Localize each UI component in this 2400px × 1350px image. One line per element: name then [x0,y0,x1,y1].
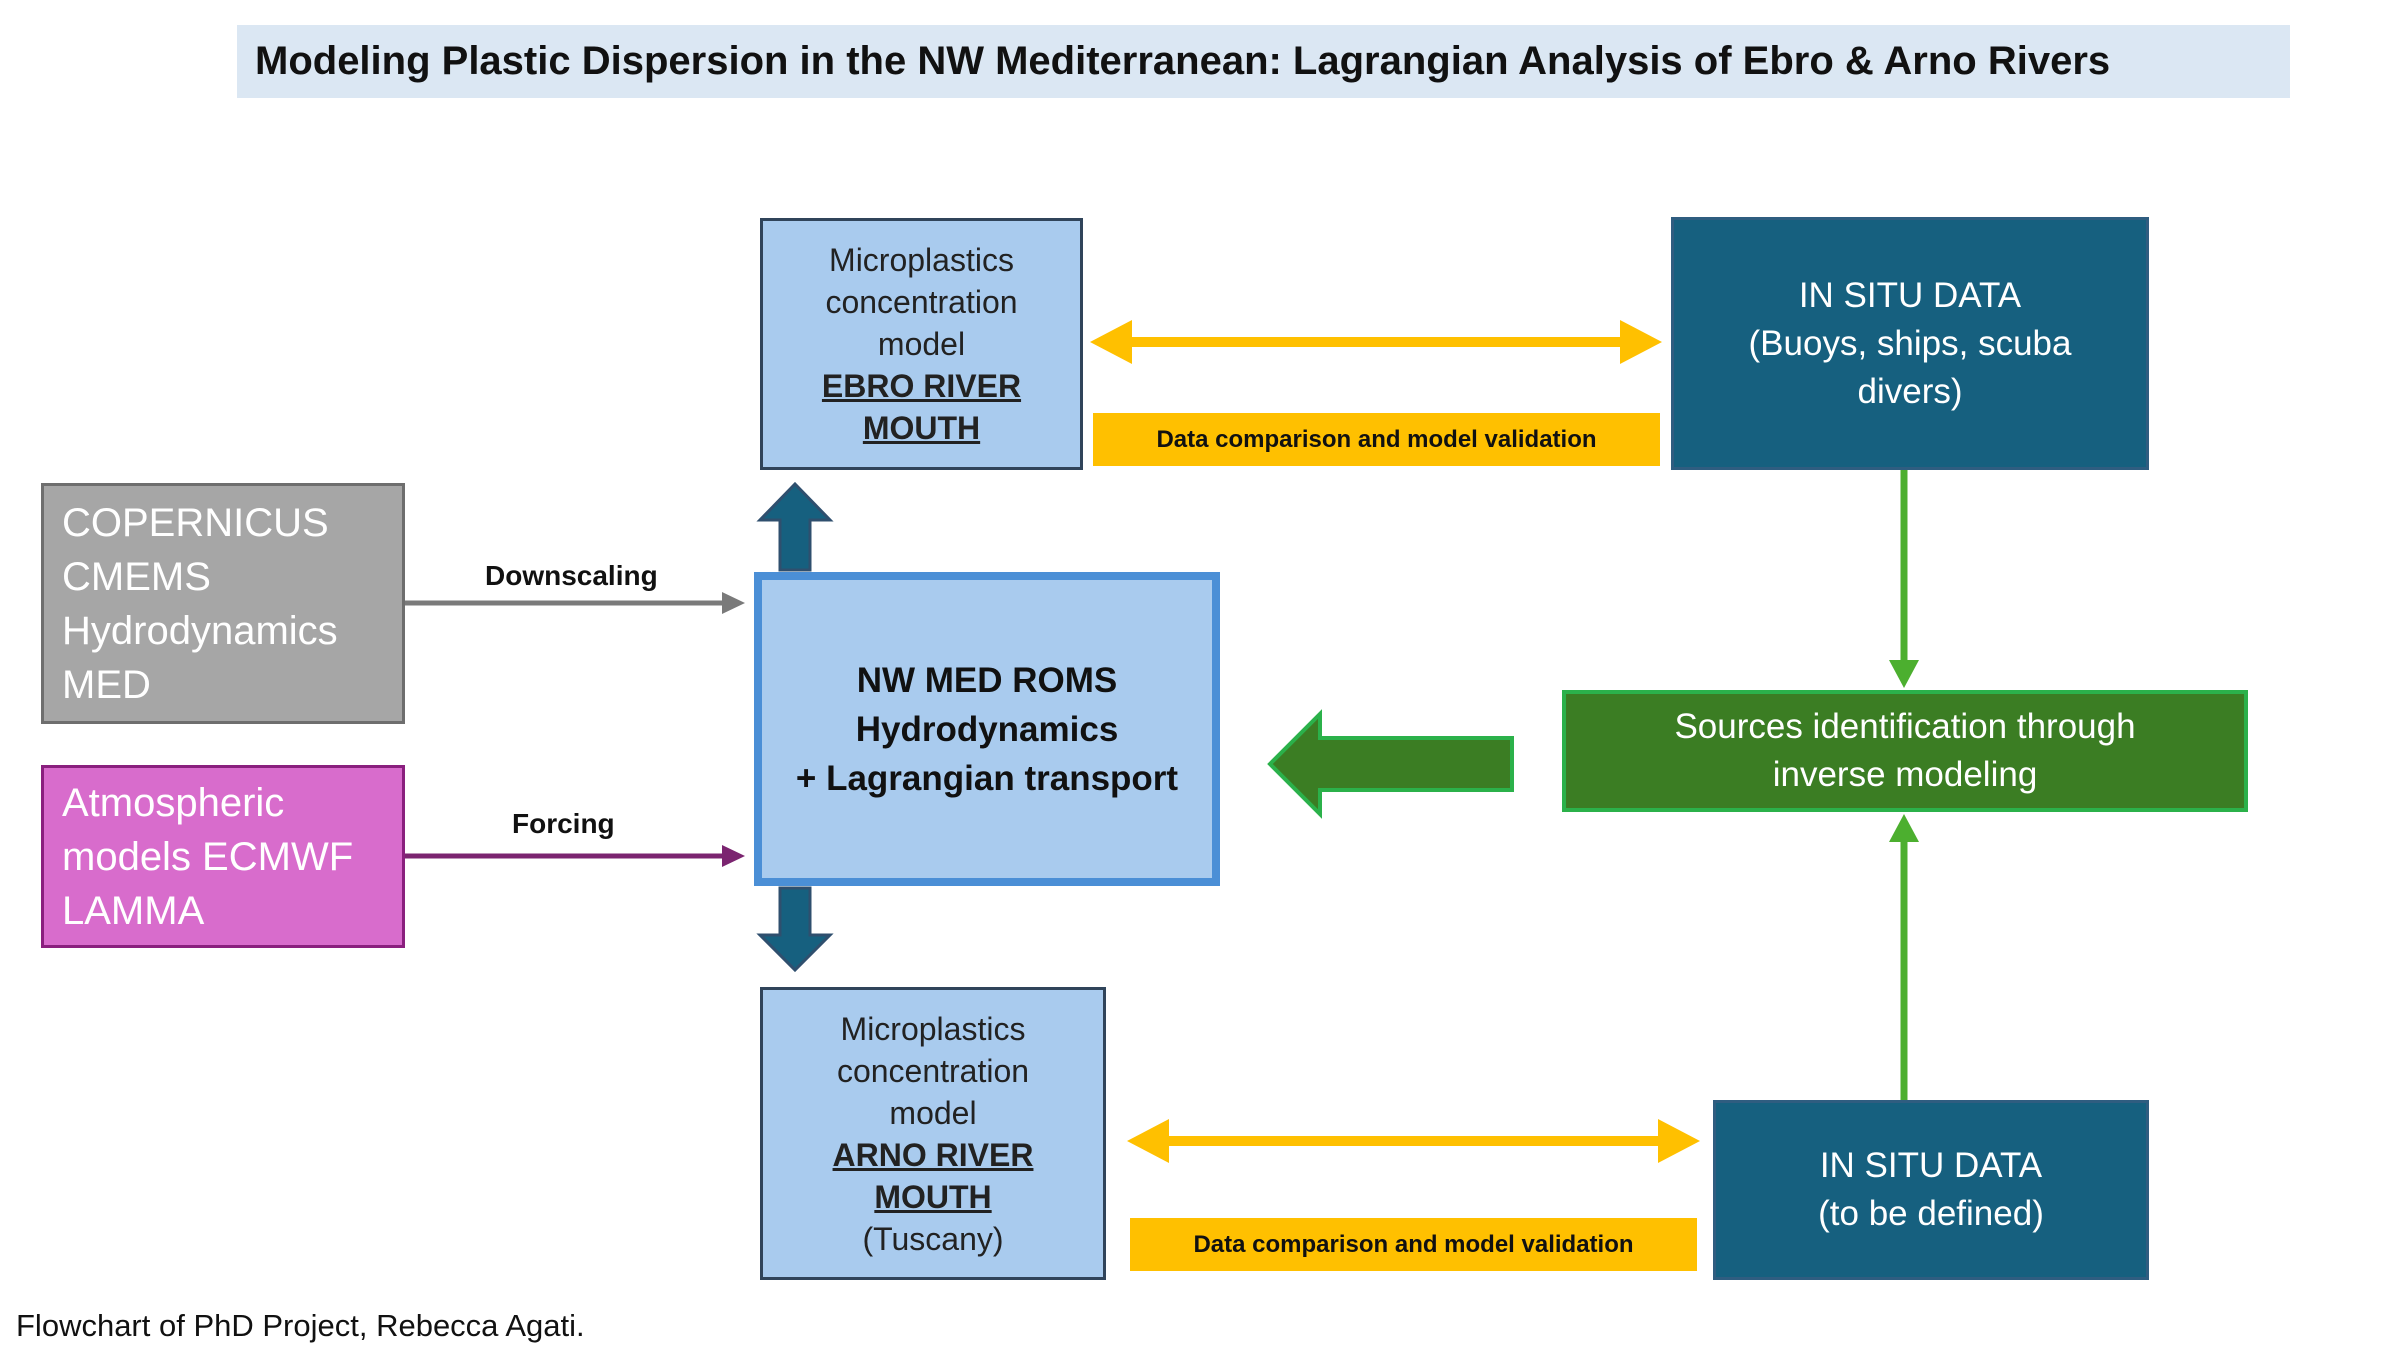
ebro-model-line-3: model [877,326,966,362]
copernicus-line-4: MED [62,662,151,707]
arno-model-tail: (Tuscany) [862,1220,1004,1257]
roms-to-ebro-arrow [756,481,834,572]
forcing-arrow [405,845,745,867]
copernicus-line-1: COPERNICUS [62,500,329,545]
figure-caption: Flowchart of PhD Project, Rebecca Agati. [16,1308,585,1343]
copernicus-line-3: Hydrodynamics [62,608,338,653]
downscaling-arrow [405,592,745,614]
validation-bottom-double-arrow [1127,1119,1700,1163]
arno-model-box: Microplastics concentration model ARNO R… [760,987,1106,1280]
arno-model-strong-1: ARNO RIVER [832,1136,1034,1173]
insitu-arno-box: IN SITU DATA (to be defined) [1713,1100,2149,1280]
forcing-label: Forcing [512,808,615,839]
sources-box: Sources identification through inverse m… [1562,690,2248,812]
sources-line-1: Sources identification through [1674,707,2136,746]
downscaling-label: Downscaling [485,560,658,591]
roms-box: NW MED ROMS Hydrodynamics + Lagrangian t… [754,572,1220,886]
sources-line-2: inverse modeling [1772,755,2038,794]
roms-to-arno-arrow [756,886,834,973]
arno-model-strong-2: MOUTH [874,1178,992,1215]
insitu-ebro-line-1: IN SITU DATA [1798,275,2022,315]
arno-model-line-1: Microplastics [840,1010,1026,1047]
atmospheric-line-3: LAMMA [62,888,205,933]
validation-top-double-arrow [1090,320,1662,364]
atmospheric-line-2: models ECMWF [62,834,354,879]
validation-label-top: Data comparison and model validation [1093,413,1660,466]
diagram-title: Modeling Plastic Dispersion in the NW Me… [237,25,2290,98]
ebro-model-strong-1: EBRO RIVER [821,368,1022,404]
copernicus-line-2: CMEMS [62,554,211,599]
ebro-model-line-2: concentration [825,284,1018,320]
roms-line-3: + Lagrangian transport [795,758,1179,798]
copernicus-box: COPERNICUS CMEMS Hydrodynamics MED [41,483,405,724]
insitu-ebro-to-sources-arrow [1889,470,1919,688]
insitu-arno-line-2: (to be defined) [1818,1194,2044,1233]
ebro-model-strong-2: MOUTH [862,410,981,446]
roms-line-1: NW MED ROMS [856,660,1118,700]
ebro-model-line-1: Microplastics [829,242,1014,278]
roms-line-2: Hydrodynamics [855,709,1119,749]
atmospheric-line-1: Atmospheric [62,780,285,825]
arno-model-line-3: model [889,1094,977,1131]
insitu-ebro-line-2: (Buoys, ships, scuba [1748,323,2072,363]
insitu-arno-to-sources-arrow [1889,814,1919,1100]
insitu-ebro-line-3: divers) [1857,371,1963,411]
atmospheric-box: Atmospheric models ECMWF LAMMA [41,765,405,948]
sources-to-roms-arrow [1267,709,1514,819]
insitu-arno-line-1: IN SITU DATA [1819,1146,2043,1185]
ebro-model-box: Microplastics concentration model EBRO R… [760,218,1083,470]
insitu-ebro-box: IN SITU DATA (Buoys, ships, scuba divers… [1671,217,2149,470]
arno-model-line-2: concentration [836,1052,1030,1089]
validation-label-bottom: Data comparison and model validation [1130,1218,1697,1271]
